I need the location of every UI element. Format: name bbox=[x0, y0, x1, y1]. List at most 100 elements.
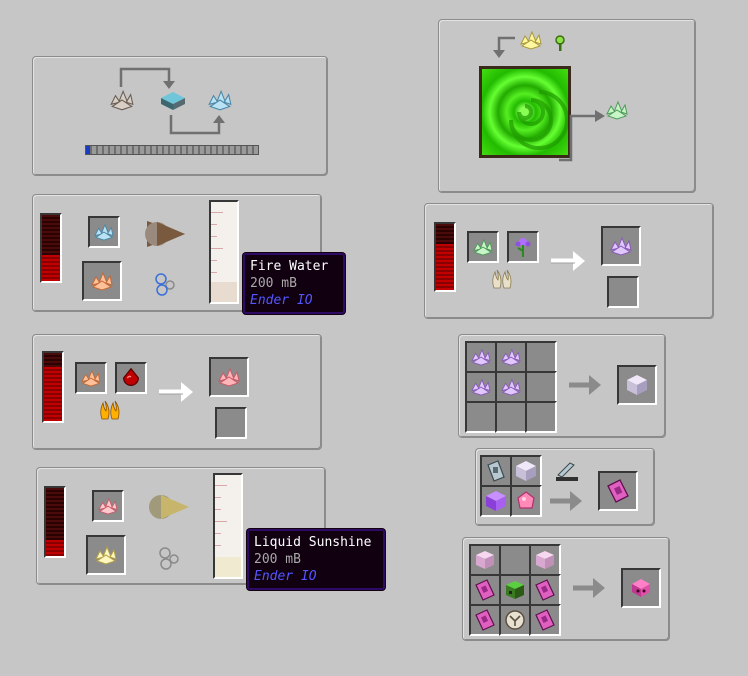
output-slot-pink-machine[interactable] bbox=[621, 568, 661, 608]
input-slot-red-fluid[interactable] bbox=[115, 362, 147, 394]
grid-slot[interactable] bbox=[525, 401, 557, 433]
crystal-block-icon bbox=[516, 461, 536, 481]
grid-slot[interactable] bbox=[495, 341, 527, 373]
yellow-crystal-icon bbox=[94, 545, 118, 565]
grid-slot[interactable] bbox=[499, 544, 531, 576]
grid-slot[interactable] bbox=[529, 604, 561, 636]
purple-crystal-icon bbox=[500, 348, 522, 366]
bubbles-icon bbox=[155, 273, 175, 296]
craft-arrow-icon bbox=[569, 375, 601, 395]
tooltip-mod-name: Ender IO bbox=[250, 293, 313, 308]
output-slot-yellow-crystal[interactable] bbox=[86, 535, 126, 575]
gear-emblem-icon bbox=[505, 610, 525, 630]
grid-slot[interactable] bbox=[469, 544, 501, 576]
grid-slot[interactable] bbox=[499, 574, 531, 606]
fire-water-liquid bbox=[211, 282, 237, 302]
output-slot-purple-crystal[interactable] bbox=[601, 226, 641, 266]
recipe-panel-pink-plate bbox=[475, 448, 655, 526]
red-fluid-drop-icon bbox=[120, 367, 142, 389]
pink-plate-icon bbox=[475, 579, 495, 601]
pink-crystal-icon bbox=[97, 497, 119, 515]
tooltip-liquid-sunshine: Liquid Sunshine 200 mB Ender IO bbox=[247, 529, 385, 590]
recipe-panel-crafting-grid bbox=[458, 334, 666, 438]
input-slot-pink-gem[interactable] bbox=[510, 485, 542, 517]
grid-slot[interactable] bbox=[499, 604, 531, 636]
recipe-panel-purple-crystal bbox=[424, 203, 714, 319]
tooltip-fluid-amount: 200 mB bbox=[254, 552, 301, 567]
orange-crystal-icon bbox=[80, 369, 102, 387]
flame-heat-icon bbox=[100, 400, 120, 420]
dispense-arrow-brown-icon bbox=[145, 221, 185, 247]
purple-crystal-icon bbox=[470, 378, 492, 396]
grey-plate-icon bbox=[487, 460, 505, 482]
crusher-block-icon bbox=[161, 92, 185, 110]
input-slot-blue-crystal[interactable] bbox=[88, 216, 120, 248]
input-slot-green-crystal[interactable] bbox=[467, 231, 499, 263]
yellow-crystal-icon bbox=[519, 30, 543, 50]
output-slot-pink-plate[interactable] bbox=[598, 471, 638, 511]
recipe-panel-liquid-sunshine bbox=[36, 467, 326, 585]
recipe-panel-portal bbox=[438, 19, 696, 193]
output-slot-crystal-block[interactable] bbox=[617, 365, 657, 405]
progress-bar-fill bbox=[86, 146, 90, 154]
craft-arrow-icon bbox=[550, 491, 582, 511]
input-slot-orange-crystal[interactable] bbox=[75, 362, 107, 394]
loop-arrow-bottom-icon bbox=[169, 115, 225, 135]
output-slot-secondary[interactable] bbox=[607, 276, 639, 308]
energy-bar bbox=[44, 486, 66, 558]
purple-crystal-icon bbox=[500, 378, 522, 396]
output-arrow-icon bbox=[559, 110, 605, 162]
output-slot-pink-crystal[interactable] bbox=[209, 357, 249, 397]
pink-machine-icon bbox=[632, 579, 650, 597]
craft-arrow-icon bbox=[573, 578, 605, 598]
purple-crystal-icon bbox=[470, 348, 492, 366]
purple-flower-icon bbox=[515, 238, 531, 257]
loop-arrow-top-icon bbox=[119, 67, 175, 89]
grid-slot[interactable] bbox=[495, 401, 527, 433]
tooltip-fire-water: Fire Water 200 mB Ender IO bbox=[243, 253, 345, 314]
pink-crystal-icon bbox=[217, 367, 241, 387]
energy-bar bbox=[42, 351, 64, 423]
grid-slot[interactable] bbox=[465, 371, 497, 403]
crystal-block-icon bbox=[627, 375, 647, 395]
process-arrow-icon bbox=[159, 382, 193, 402]
input-slot-flower[interactable] bbox=[507, 231, 539, 263]
grid-slot[interactable] bbox=[465, 341, 497, 373]
output-slot-orange-crystal[interactable] bbox=[82, 261, 122, 301]
crafting-grid bbox=[465, 341, 557, 433]
grid-slot[interactable] bbox=[525, 371, 557, 403]
grid-slot[interactable] bbox=[495, 371, 527, 403]
output-slot-secondary[interactable] bbox=[215, 407, 247, 439]
grid-slot[interactable] bbox=[525, 341, 557, 373]
purple-crystal-icon bbox=[609, 236, 633, 256]
white-crystal-icon bbox=[109, 89, 135, 111]
pink-plate-icon bbox=[535, 609, 555, 631]
energy-bar bbox=[40, 213, 62, 283]
process-arrow-icon bbox=[551, 251, 585, 271]
orange-crystal-icon bbox=[90, 271, 114, 291]
tooltip-fluid-name: Liquid Sunshine bbox=[254, 535, 372, 550]
grid-slot[interactable] bbox=[529, 574, 561, 606]
pink-gem-icon bbox=[517, 491, 535, 509]
grid-slot[interactable] bbox=[469, 574, 501, 606]
flame-heat-icon bbox=[492, 269, 512, 289]
purple-cube-icon bbox=[486, 491, 506, 511]
fluid-tank-fire-water[interactable] bbox=[209, 200, 239, 304]
key-icon bbox=[555, 35, 565, 51]
dispense-arrow-yellow-icon bbox=[149, 495, 189, 519]
grid-slot[interactable] bbox=[469, 604, 501, 636]
crafting-grid bbox=[469, 544, 561, 636]
grid-slot[interactable] bbox=[465, 401, 497, 433]
green-vortex-portal-icon bbox=[479, 66, 571, 158]
fluid-tank-liquid-sunshine[interactable] bbox=[213, 473, 243, 579]
recipe-panel-pink-machine bbox=[462, 537, 670, 641]
input-slot-crystal-block[interactable] bbox=[510, 455, 542, 487]
blue-crystal-icon bbox=[207, 89, 233, 111]
input-slot-ender-pearl-plate[interactable] bbox=[480, 455, 512, 487]
recipe-panel-pink-crystal bbox=[32, 334, 322, 450]
return-arrow-icon bbox=[493, 36, 515, 58]
grid-slot[interactable] bbox=[529, 544, 561, 576]
liquid-sunshine-liquid bbox=[215, 557, 241, 577]
input-slot-purple-cube[interactable] bbox=[480, 485, 512, 517]
input-slot-pink-crystal[interactable] bbox=[92, 490, 124, 522]
